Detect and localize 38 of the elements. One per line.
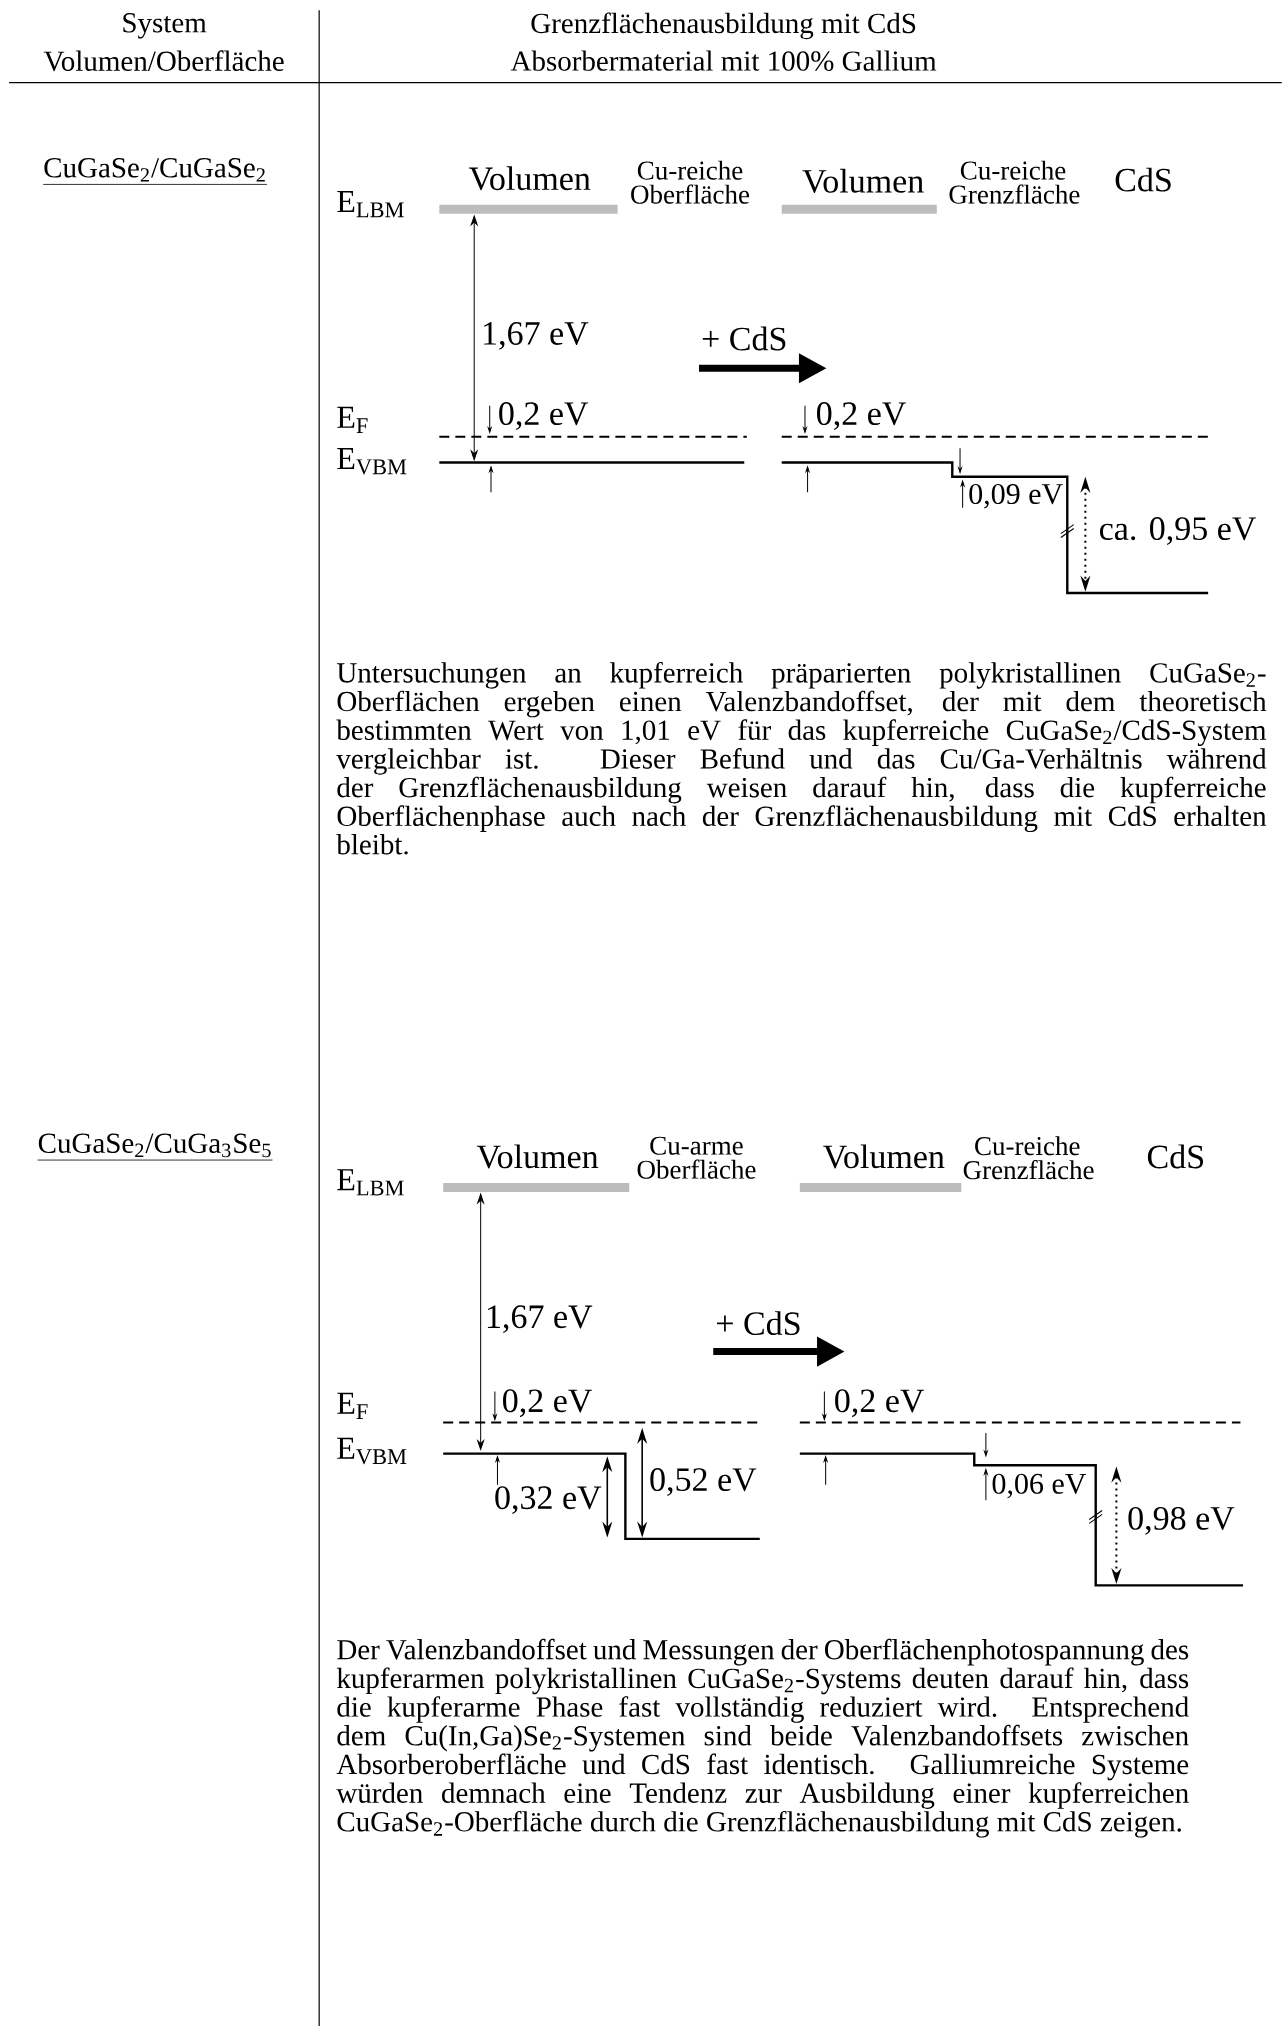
energy-value-label: 1,67 eV [483,322,589,350]
energy-value-label: 0,06 eV [992,1473,1086,1499]
process-label: + CdS [716,1311,800,1336]
header-text: Absorbermaterial mit 100% Gallium [510,50,937,71]
band-label: CdS [1147,1144,1203,1169]
energy-level-label: E$_{VBM}$ [337,448,407,475]
band-label: Volumen [476,1144,598,1169]
energy-value-label: 0,2 eV [502,1389,592,1418]
band-label: Cu-arme Oberfläche [637,1136,756,1179]
paragraph: Untersuchungen an kupferreich präparierten polykristallinen CuGaSe$_{2}$-Oberflächen ergeben einen Valenzbandoffset, der mit dem theoretisch bestimmten Wert von 1,01 eV für das kupferreiche CuGaSe$_{2}$/CdS-System vergleichbar ist. Dieser Befund und das Cu/Ga-Verhältnis während der Grenzflächenausbildung weisen darauf hin, dass die kupferreiche Oberflächenphase auch nach der Grenzflächenausbildung mit CdS erhalten bleibt. [336,661,1267,855]
paragraph: Der Valenzbandoffset und Messungen der Oberflächenphotospannung des kupferarmen polykristallinen CuGaSe$_{2}$-Systems deuten darauf hin, dass die kupferarme Phase fast vollständig reduziert wird. Entsprechend dem Cu(In,Ga)Se$_{2}$-Systemen sind beide Valenzbandoffsets zwischen Absorberoberfläche und CdS fast identisch. Galliumreiche Systeme würden demnach eine Tendenz zur Ausbildung einer kupferreichen CuGaSe$_{2}$-Oberfläche durch die Grenzflächenausbildung mit CdS zeigen. [336,1638,1189,1838]
band-label: CdS [1115,167,1171,192]
energy-value-label: 1,67 eV [487,1305,593,1334]
energy-value-label: 0,2 eV [816,402,906,430]
band-label: Volumen [802,168,924,193]
energy-level-label: E$_{VBM}$ [337,1437,407,1465]
energy-level-label: E$_{F}$ [337,1392,368,1419]
energy-level-label: E$_{F}$ [337,406,368,433]
energy-value-label: ca. 0,95 eV [1099,517,1256,545]
band-label: Volumen [822,1144,945,1169]
band-label: Cu-reiche Grenzfläche [963,1136,1094,1180]
band-label: Cu-reiche Oberfläche [630,160,749,204]
energy-value-label: 0,52 eV [650,1468,757,1496]
process-label: + CdS [702,326,786,351]
energy-level-label: E$_{LBM}$ [337,1169,404,1196]
energy-value-label: 0,09 eV [969,483,1063,509]
header-text: Grenzflächenausbildung mit CdS [531,12,915,40]
row-label: CuGaSe$_{2}$/CuGaSe$_{2}$ [42,158,268,185]
band-label: Volumen [468,166,591,191]
energy-value-label: 0,98 eV [1128,1506,1235,1535]
header-text: System [123,13,207,39]
header-text: Volumen/Oberfläche [43,50,284,72]
row-label: CuGaSe$_{2}$/CuGa$_{3}$Se$_{5}$ [37,1133,273,1161]
energy-level-label: E$_{LBM}$ [337,191,404,218]
band-label: Cu-reiche Grenzfläche [949,160,1080,204]
energy-value-label: 0,2 eV [499,402,588,430]
energy-value-label: 0,2 eV [834,1389,924,1418]
energy-value-label: 0,32 eV [495,1486,602,1515]
